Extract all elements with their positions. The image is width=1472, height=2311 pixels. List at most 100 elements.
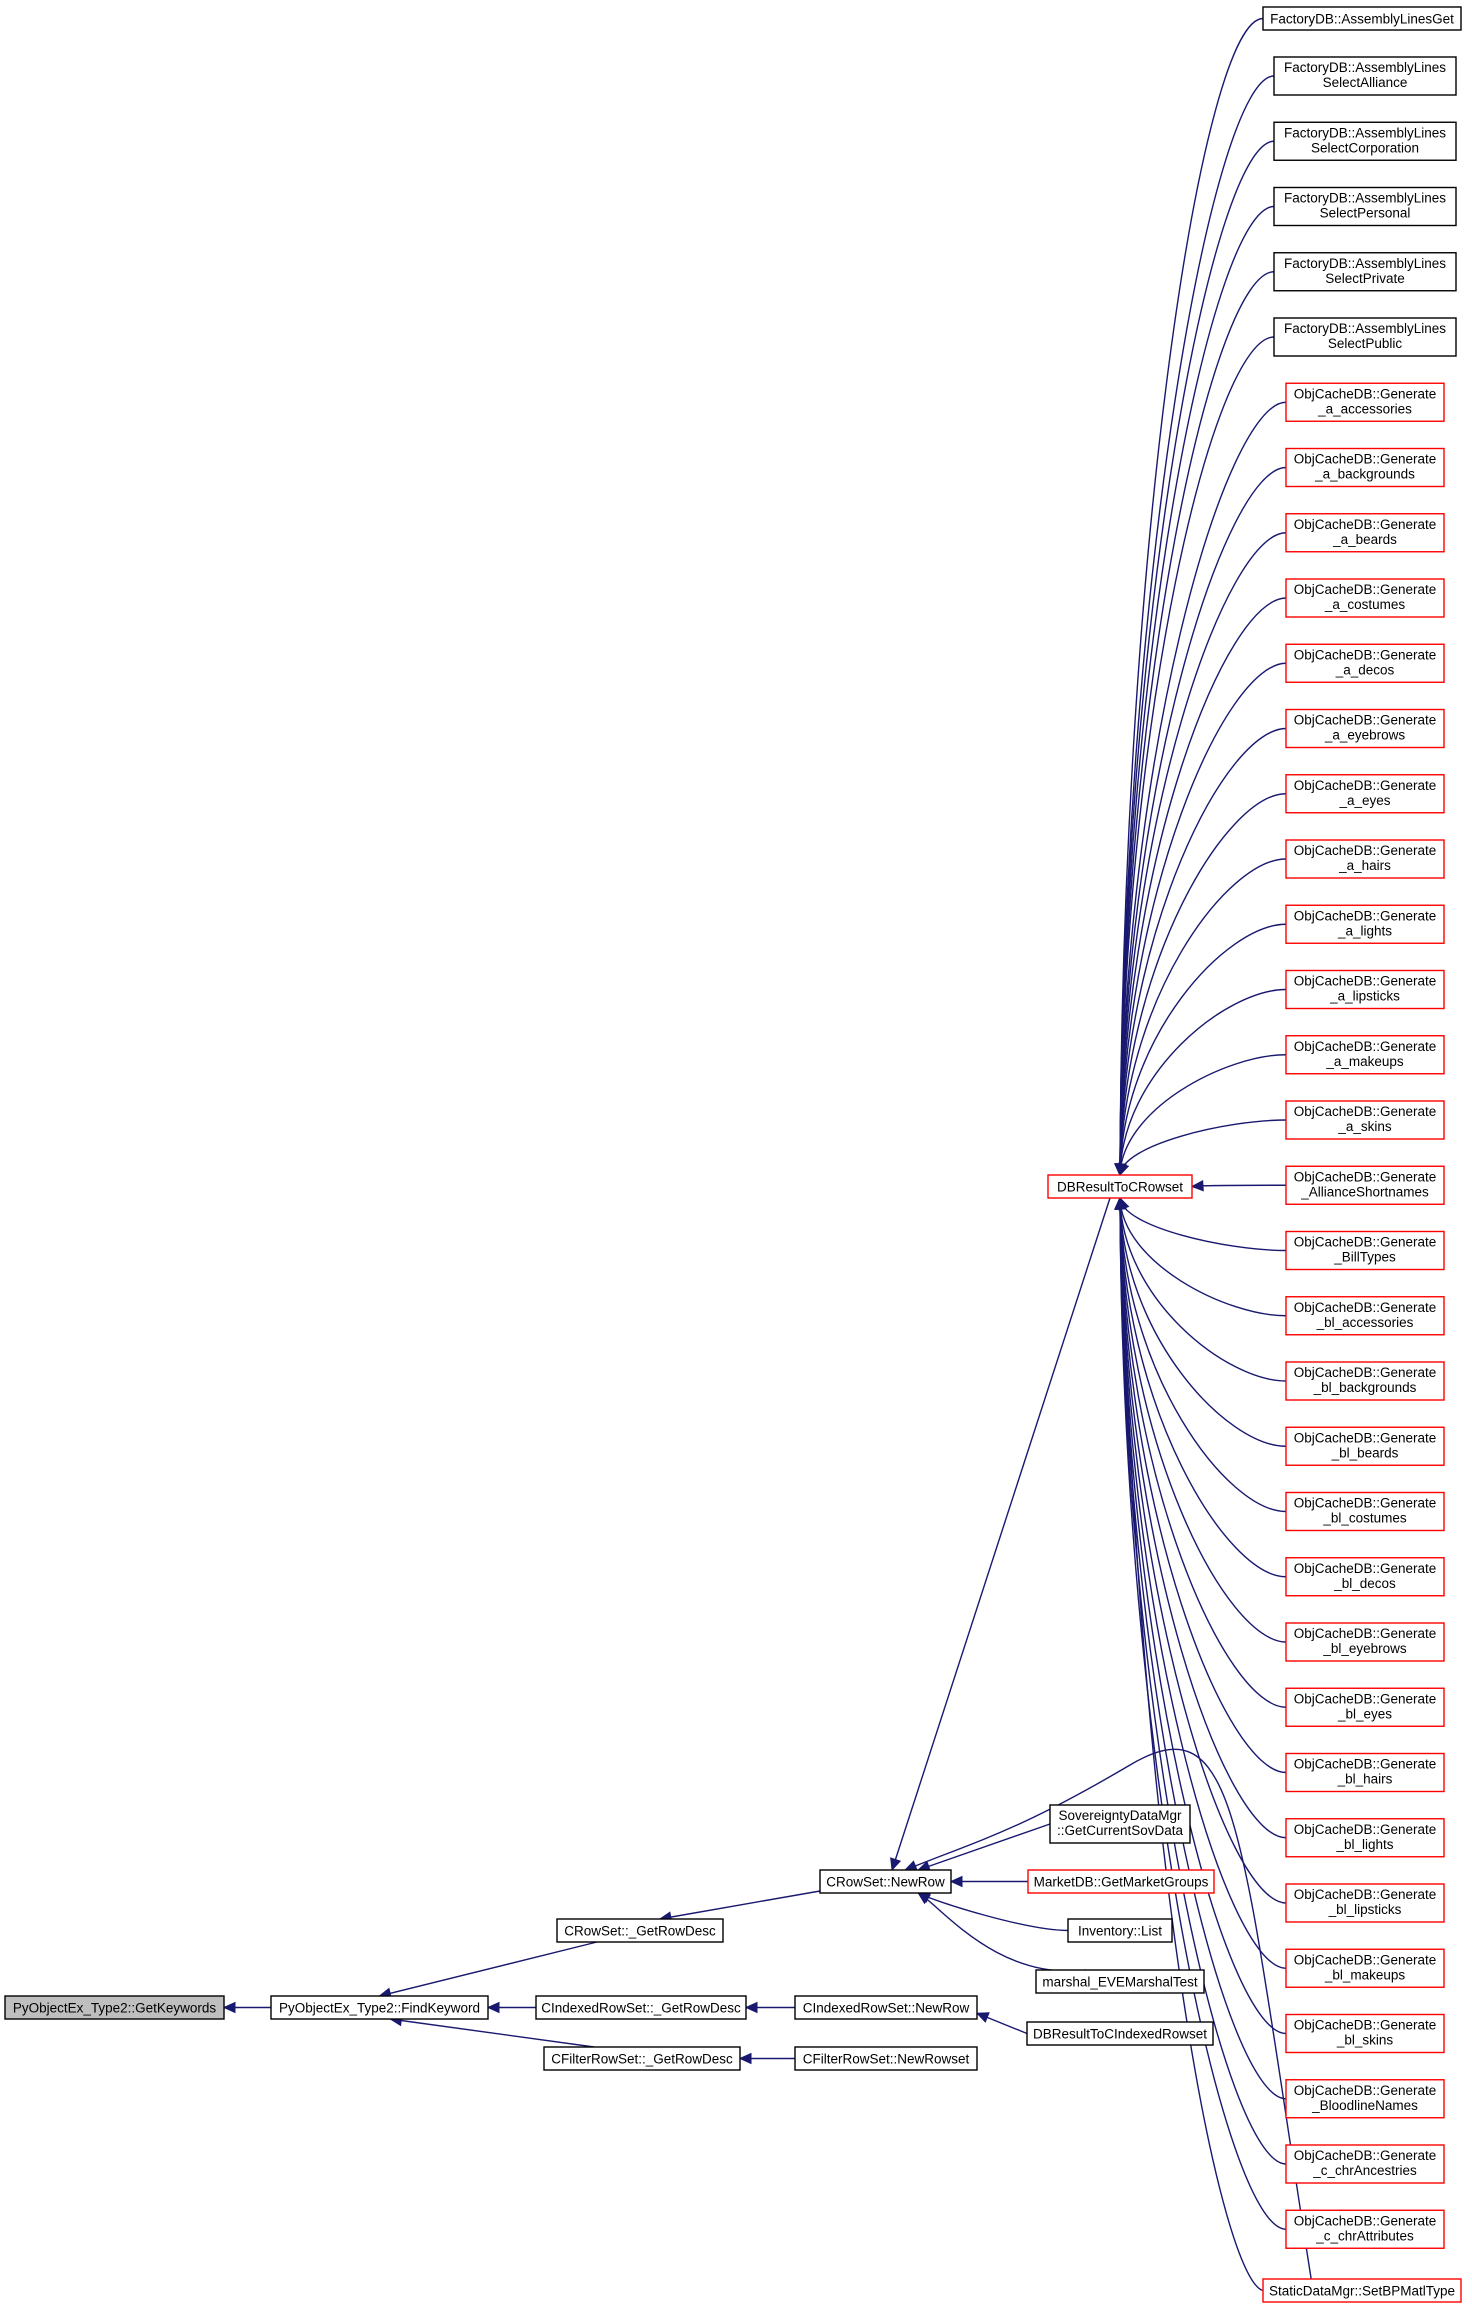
- node-label: ObjCacheDB::Generate: [1294, 2148, 1437, 2163]
- edge-g_ally-to-dbr2crs: [1190, 1179, 1287, 1192]
- node-g_a_makeups[interactable]: ObjCacheDB::Generate_a_makeups: [1285, 1035, 1445, 1075]
- node-g_bill[interactable]: ObjCacheDB::Generate_BillTypes: [1285, 1230, 1445, 1271]
- node-sov[interactable]: SovereigntyDataMgr::GetCurrentSovData: [1049, 1804, 1191, 1844]
- node-g_bl_makeups[interactable]: ObjCacheDB::Generate_bl_makeups: [1285, 1948, 1445, 1988]
- edge-line: [1119, 75, 1275, 1176]
- node-g_bl_decos[interactable]: ObjCacheDB::Generate_bl_decos: [1285, 1557, 1445, 1597]
- node-g_bl_bg[interactable]: ObjCacheDB::Generate_bl_backgrounds: [1285, 1361, 1445, 1401]
- arrowhead-icon: [1118, 1162, 1130, 1177]
- edge-mkt-to-crs_nr: [949, 1875, 1028, 1888]
- node-marshal[interactable]: marshal_EVEMarshalTest: [1035, 1969, 1205, 1994]
- node-g_bl_eyes[interactable]: ObjCacheDB::Generate_bl_eyes: [1285, 1687, 1445, 1727]
- node-g_a_eyes[interactable]: ObjCacheDB::Generate_a_eyes: [1285, 774, 1445, 814]
- node-g_a_lips[interactable]: ObjCacheDB::Generate_a_lipsticks: [1285, 969, 1445, 1010]
- edge-crs_nr-to-crs_grd: [658, 1890, 821, 1923]
- node-box: [1285, 1100, 1445, 1140]
- node-label: DBResultToCIndexedRowset: [1033, 2027, 1207, 2042]
- node-label: _a_eyebrows: [1324, 728, 1406, 743]
- node-label: _c_chrAttributes: [1315, 2228, 1414, 2243]
- node-label: ObjCacheDB::Generate: [1294, 2083, 1437, 2098]
- node-dbr2cir[interactable]: DBResultToCIndexedRowset: [1026, 2021, 1214, 2046]
- node-mkt[interactable]: MarketDB::GetMarketGroups: [1027, 1869, 1215, 1894]
- node-g_a_beards[interactable]: ObjCacheDB::Generate_a_beards: [1285, 513, 1445, 553]
- node-cirs_grd[interactable]: CIndexedRowSet::_GetRowDesc: [535, 1995, 747, 2020]
- node-crs_nr[interactable]: CRowSet::NewRow: [819, 1869, 952, 1894]
- node-g_a_acc[interactable]: ObjCacheDB::Generate_a_accessories: [1285, 382, 1445, 422]
- node-label: CRowSet::NewRow: [826, 1875, 945, 1890]
- arrowhead-icon: [975, 2012, 990, 2023]
- node-cfrs_nrs[interactable]: CFilterRowSet::NewRowset: [794, 2046, 978, 2071]
- node-fac_get[interactable]: FactoryDB::AssemblyLinesGet: [1262, 6, 1462, 31]
- node-root[interactable]: PyObjectEx_Type2::GetKeywords: [4, 1995, 225, 2020]
- edge-line: [1119, 988, 1287, 1176]
- edge-line: [659, 1890, 821, 1920]
- node-g_a_decos[interactable]: ObjCacheDB::Generate_a_decos: [1285, 643, 1445, 683]
- node-label: ObjCacheDB::Generate: [1294, 647, 1437, 662]
- node-g_bl_hairs[interactable]: ObjCacheDB::Generate_bl_hairs: [1285, 1752, 1445, 1793]
- node-g_a_lights[interactable]: ObjCacheDB::Generate_a_lights: [1285, 904, 1445, 944]
- node-g_a_hairs[interactable]: ObjCacheDB::Generate_a_hairs: [1285, 839, 1445, 879]
- node-label: SovereigntyDataMgr: [1058, 1808, 1182, 1823]
- node-g_a_brows[interactable]: ObjCacheDB::Generate_a_eyebrows: [1285, 708, 1445, 749]
- node-findkw[interactable]: PyObjectEx_Type2::FindKeyword: [270, 1995, 489, 2020]
- node-static_bp[interactable]: StaticDataMgr::SetBPMatlType: [1262, 2278, 1462, 2303]
- node-box: [794, 1995, 978, 2020]
- edge-line: [1119, 1197, 1287, 1578]
- node-g_bl_cost[interactable]: ObjCacheDB::Generate_bl_costumes: [1285, 1491, 1445, 1532]
- node-box: [1285, 1622, 1445, 1662]
- edge-findkw-to-root: [222, 2001, 271, 2014]
- node-label: _bl_makeups: [1324, 1967, 1406, 1982]
- node-box: [1262, 6, 1462, 31]
- node-label: _a_decos: [1335, 662, 1395, 677]
- node-g_bloodline[interactable]: ObjCacheDB::Generate_BloodlineNames: [1285, 2079, 1445, 2119]
- node-label: ObjCacheDB::Generate: [1294, 713, 1437, 728]
- node-box: [270, 1995, 489, 2020]
- node-label: PyObjectEx_Type2::FindKeyword: [279, 2001, 480, 2016]
- node-label: FactoryDB::AssemblyLines: [1284, 191, 1446, 206]
- node-g_bl_acc[interactable]: ObjCacheDB::Generate_bl_accessories: [1285, 1296, 1445, 1336]
- node-label: ObjCacheDB::Generate: [1294, 1300, 1437, 1315]
- node-label: SelectPersonal: [1320, 206, 1411, 221]
- node-box: [1273, 56, 1457, 96]
- node-label: StaticDataMgr::SetBPMatlType: [1269, 2284, 1455, 2299]
- node-label: SelectPublic: [1328, 336, 1403, 351]
- node-g_bl_lips[interactable]: ObjCacheDB::Generate_bl_lipsticks: [1285, 1883, 1445, 1923]
- node-label: SelectAlliance: [1323, 75, 1408, 90]
- node-label: _bl_eyes: [1337, 1706, 1392, 1721]
- node-box: [535, 1995, 747, 2020]
- node-box: [1273, 121, 1457, 161]
- node-label: _bl_beards: [1331, 1445, 1399, 1460]
- node-crs_grd[interactable]: CRowSet::_GetRowDesc: [556, 1918, 724, 1943]
- node-label: PyObjectEx_Type2::GetKeywords: [13, 2001, 217, 2016]
- node-inv[interactable]: Inventory::List: [1067, 1918, 1173, 1943]
- node-g_a_skins[interactable]: ObjCacheDB::Generate_a_skins: [1285, 1100, 1445, 1140]
- node-g_bl_lights[interactable]: ObjCacheDB::Generate_bl_lights: [1285, 1818, 1445, 1858]
- node-box: [1285, 1230, 1445, 1271]
- node-box: [1285, 1752, 1445, 1793]
- node-label: _a_accessories: [1317, 401, 1412, 416]
- node-box: [1285, 839, 1445, 879]
- node-cirs_nr[interactable]: CIndexedRowSet::NewRow: [794, 1995, 978, 2020]
- edge-cfrs_grd-to-findkw: [389, 2014, 595, 2048]
- edge-line: [1119, 271, 1275, 1176]
- node-g_bl_brows[interactable]: ObjCacheDB::Generate_bl_eyebrows: [1285, 1622, 1445, 1662]
- node-g_ally[interactable]: ObjCacheDB::Generate_AllianceShortnames: [1285, 1165, 1445, 1205]
- node-label: ObjCacheDB::Generate: [1294, 974, 1437, 989]
- node-g_bl_skins[interactable]: ObjCacheDB::Generate_bl_skins: [1285, 2013, 1445, 2054]
- node-cfrs_grd[interactable]: CFilterRowSet::_GetRowDesc: [543, 2046, 741, 2071]
- node-g_c_anc[interactable]: ObjCacheDB::Generate_c_chrAncestries: [1285, 2144, 1445, 2184]
- node-dbr2crs[interactable]: DBResultToCRowset: [1047, 1174, 1193, 1199]
- node-fac_corp[interactable]: FactoryDB::AssemblyLinesSelectCorporatio…: [1273, 121, 1457, 161]
- node-box: [1285, 2079, 1445, 2119]
- node-g_bl_beards[interactable]: ObjCacheDB::Generate_bl_beards: [1285, 1426, 1445, 1466]
- node-box: [1026, 2021, 1214, 2046]
- node-g_a_cost[interactable]: ObjCacheDB::Generate_a_costumes: [1285, 578, 1445, 618]
- node-g_c_attr[interactable]: ObjCacheDB::Generate_c_chrAttributes: [1285, 2209, 1445, 2249]
- edge-marshal-to-crs_nr: [917, 1892, 1087, 1972]
- node-g_a_bg[interactable]: ObjCacheDB::Generate_a_backgrounds: [1285, 447, 1445, 488]
- node-box: [1285, 2209, 1445, 2249]
